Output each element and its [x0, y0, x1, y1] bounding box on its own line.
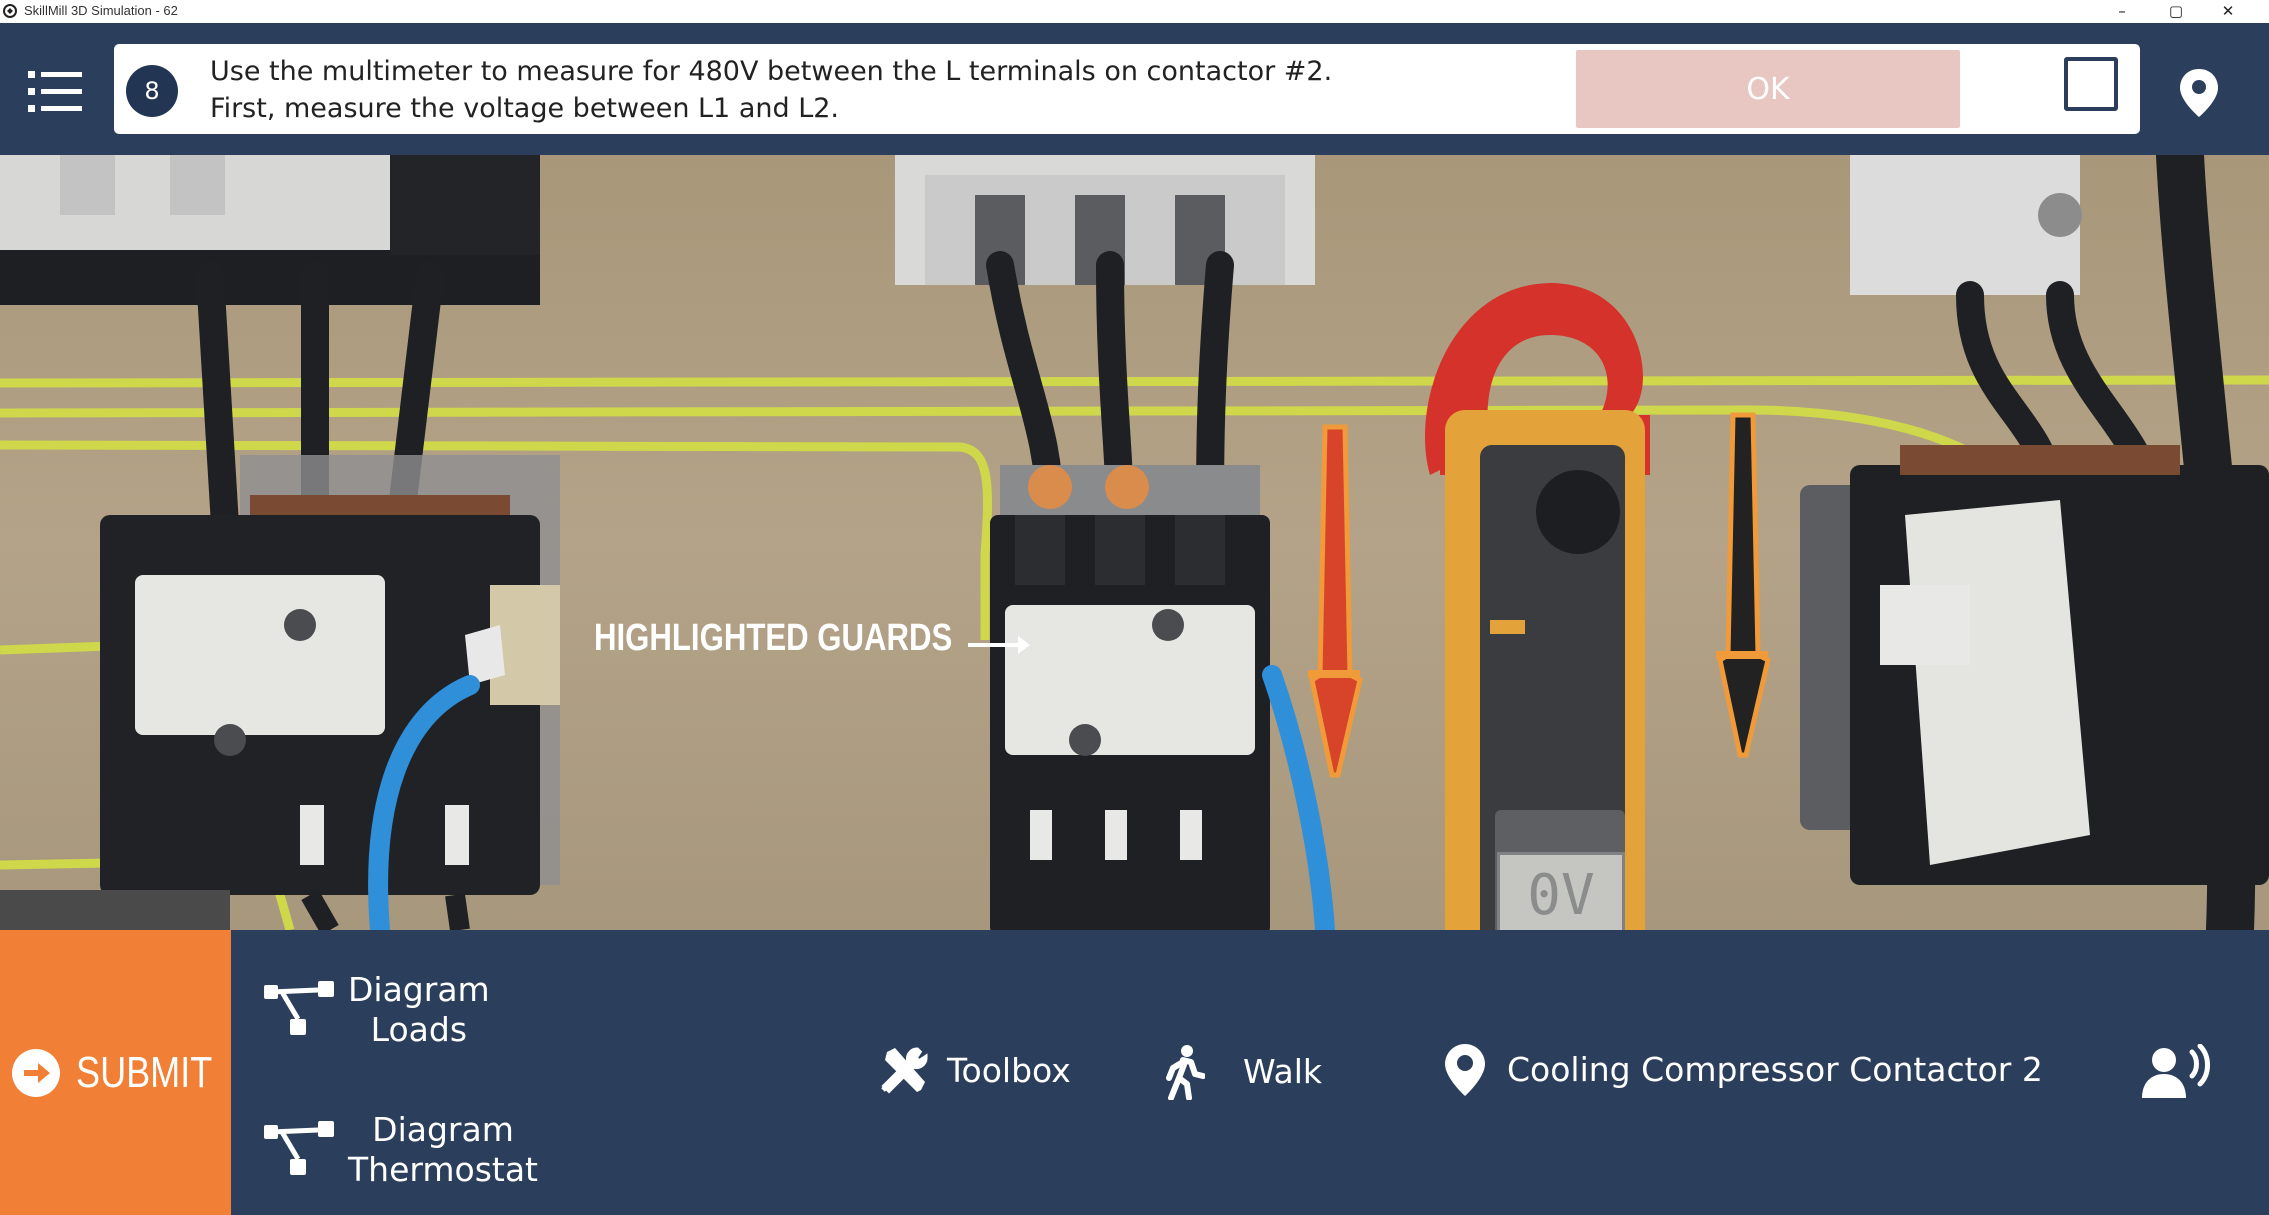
submit-button[interactable]: SUBMIT	[0, 930, 231, 1215]
contactor-3[interactable]	[1800, 445, 2269, 885]
diagram-thermostat-label: Diagram Thermostat	[348, 1110, 538, 1189]
guards-arrow	[968, 636, 1030, 654]
minimize-button[interactable]: –	[2118, 2, 2126, 20]
instruction-panel: 8 Use the multimeter to measure for 480V…	[114, 44, 2140, 134]
toolbox-button[interactable]: Toolbox	[877, 1044, 1071, 1098]
top-left-breaker	[0, 155, 540, 305]
highlighted-guards-label: HIGHLIGHTED GUARDS	[594, 617, 953, 659]
instruction-text: Use the multimeter to measure for 480V b…	[210, 56, 1333, 124]
diagram-loads-button[interactable]: Diagram Loads	[262, 970, 490, 1050]
ok-button[interactable]: OK	[1576, 50, 1960, 128]
diagram-icon	[264, 1121, 334, 1175]
step-complete-checkbox[interactable]	[2064, 57, 2118, 111]
submit-label: SUBMIT	[76, 1047, 213, 1097]
window-title-bar: SkillMill 3D Simulation - 62 – ▢ ✕	[0, 0, 2269, 24]
close-button[interactable]: ✕	[2221, 2, 2235, 20]
lower-left-block	[0, 890, 230, 930]
simulation-viewport[interactable]: HIGHLIGHTED GUARDS 0V	[0, 155, 2269, 930]
step-number-badge: 8	[126, 65, 178, 117]
location-button[interactable]: Cooling Compressor Contactor 2	[1443, 1042, 2043, 1098]
toolbox-label: Toolbox	[947, 1051, 1071, 1090]
red-test-probe[interactable]	[1308, 424, 1363, 778]
map-pin-icon	[1445, 1044, 1485, 1096]
highlighted-guards[interactable]	[1028, 465, 1149, 509]
bottom-toolbar: SUBMIT Diagram Loads Diagram Thermostat …	[0, 930, 2269, 1215]
app-logo-icon	[3, 4, 17, 18]
contactor-1[interactable]	[100, 455, 560, 895]
diagram-thermostat-button[interactable]: Diagram Thermostat	[262, 1110, 538, 1190]
walk-button[interactable]: Walk	[1163, 1044, 1322, 1100]
black-test-probe[interactable]	[1716, 412, 1771, 758]
location-label: Cooling Compressor Contactor 2	[1507, 1050, 2043, 1089]
walk-label: Walk	[1243, 1052, 1323, 1091]
lower-cable-sleeves	[300, 805, 1202, 865]
diagram-icon	[264, 981, 334, 1035]
clamp-multimeter[interactable]	[1425, 283, 1650, 930]
walk-icon	[1166, 1045, 1205, 1100]
voice-assist-icon[interactable]	[2140, 1044, 2210, 1104]
list-menu-icon[interactable]	[28, 69, 82, 115]
scene-graphic	[0, 155, 2269, 930]
arrow-right-circle-icon	[12, 1048, 61, 1097]
lower-cables	[301, 855, 1200, 930]
multimeter-display: 0V	[1497, 852, 1625, 930]
map-pin-icon[interactable]	[2178, 67, 2220, 119]
blue-wires	[368, 665, 1335, 930]
top-right-block	[1850, 155, 2082, 295]
instruction-bar: 8 Use the multimeter to measure for 480V…	[0, 23, 2269, 155]
wrench-screwdriver-icon	[881, 1047, 928, 1094]
maximize-button[interactable]: ▢	[2168, 2, 2184, 20]
window-title: SkillMill 3D Simulation - 62	[24, 3, 178, 18]
diagram-loads-label: Diagram Loads	[348, 970, 490, 1049]
